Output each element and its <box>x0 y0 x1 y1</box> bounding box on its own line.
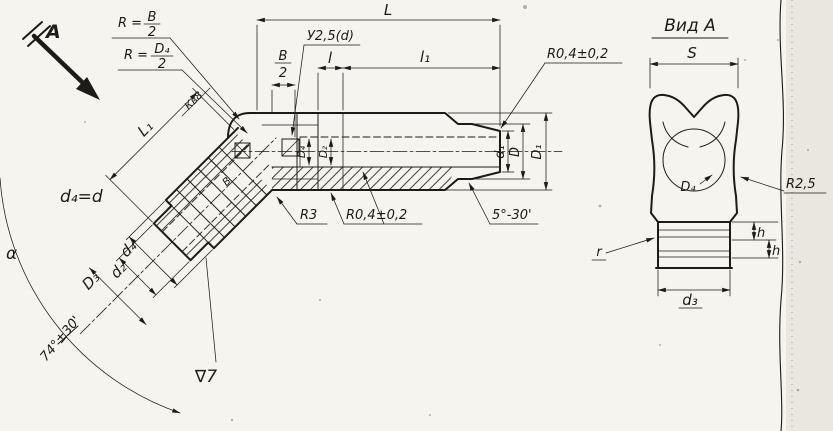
leader-line <box>468 182 491 225</box>
dim-D-label: D <box>508 147 523 157</box>
angled-branch: L₁ d₄ d₂ D₃ <box>78 87 277 335</box>
dim-d3-label: d₃ <box>682 291 698 309</box>
dimension-d3: d₃ <box>657 269 731 309</box>
section-hatch-lower-wall <box>272 167 456 189</box>
paper-edge <box>779 0 793 431</box>
dimension-l: l <box>317 49 344 111</box>
paper-speckles <box>84 5 809 422</box>
dim-l-label: l <box>328 49 333 67</box>
radius-note-top-right: R0,4±0,2 <box>500 47 623 129</box>
view-a-body-outline <box>648 93 740 223</box>
dim-B-numerator: B <box>279 49 288 64</box>
square-broach <box>281 138 300 157</box>
dim-h2-label: h <box>772 244 780 259</box>
leader-line <box>181 69 248 134</box>
finish-mark-label: ∇7 <box>194 367 217 387</box>
note-R25: R2,5 <box>740 176 827 194</box>
dim-D4-label: D₄ <box>680 180 696 195</box>
dimension-S: S <box>649 44 739 89</box>
leader-line <box>290 44 305 136</box>
thread-label: У2,5(d) <box>307 29 354 44</box>
leader-line <box>699 174 713 185</box>
view-a: Вид А S D₄ R2,5 <box>591 16 827 309</box>
dim-h1-label: h <box>757 226 765 241</box>
paper-margin <box>786 0 833 431</box>
dim-L-label: L <box>384 1 392 19</box>
radius1-denominator: 2 <box>148 25 156 40</box>
dimension-h: h h <box>731 221 780 259</box>
note-r: r <box>591 237 655 261</box>
radius1-numerator: B <box>148 10 157 25</box>
radius-note-2: R = D₄ 2 <box>117 42 248 134</box>
surface-finish: ∇7 <box>194 257 217 387</box>
taper-label: 5°-30' <box>492 208 532 223</box>
leader-line <box>330 192 345 225</box>
radius2-denominator: 2 <box>158 57 166 72</box>
leader-line <box>362 171 385 225</box>
dim-bore-D4-label: D₄ <box>296 145 308 158</box>
dim-l1-label: l₁ <box>420 48 430 66</box>
thread-note: У2,5(d) <box>290 29 361 136</box>
finish-leader <box>205 257 217 363</box>
leader-shelf <box>181 87 211 117</box>
leader-line <box>276 196 298 225</box>
bore-diameter-dims: D₄ D₂ <box>296 138 334 166</box>
radius-note-1: R = B 2 <box>111 10 240 120</box>
view-a-base <box>655 221 733 269</box>
angle-arc <box>0 177 181 414</box>
bore-circle <box>662 128 726 192</box>
radius1-prefix: R = <box>118 16 142 31</box>
bend-outer-radius <box>227 112 251 139</box>
dimension-L: L <box>256 1 501 127</box>
view-a-title: Вид А <box>664 16 716 36</box>
r3-label: R3 <box>300 208 317 223</box>
note-R3: R3 <box>276 196 328 225</box>
leader-line <box>500 62 546 129</box>
dim-d1-label: d₁ <box>493 145 508 158</box>
ear-hook-left <box>662 121 689 148</box>
d4-equals-d-label: d₄=d <box>60 187 103 207</box>
dimension-D4-viewa: D₄ <box>680 174 713 195</box>
leader-line <box>169 37 240 120</box>
angle-tick <box>57 325 79 345</box>
dimension-stack-right: d₁ D D₁ <box>435 112 553 191</box>
dim-B-denominator: 2 <box>279 66 287 81</box>
dim-alpha-label: α <box>6 244 17 264</box>
dimension-l1: l₁ <box>342 48 501 71</box>
leader-line <box>605 237 655 254</box>
note-R04-bottom: R0,4±0,2 <box>330 171 423 225</box>
radius2-numerator: D₄ <box>154 42 170 57</box>
view-a-letter: А <box>44 21 61 43</box>
r25-label: R2,5 <box>786 177 816 192</box>
note-taper: 5°-30' <box>468 182 539 225</box>
radius2-prefix: R = <box>124 48 148 63</box>
body-outline <box>249 112 501 191</box>
dim-D1-label: D₁ <box>530 144 545 159</box>
dim-bore-D2-label: D₂ <box>318 145 330 158</box>
r04-top-label: R0,4±0,2 <box>547 47 608 62</box>
view-direction-arrow <box>22 21 100 100</box>
ear-hook-right <box>699 121 726 148</box>
leader-line <box>740 176 785 192</box>
dim-S-label: S <box>687 44 697 62</box>
r04-bottom-label: R0,4±0,2 <box>346 208 407 223</box>
r-label: r <box>596 245 603 260</box>
